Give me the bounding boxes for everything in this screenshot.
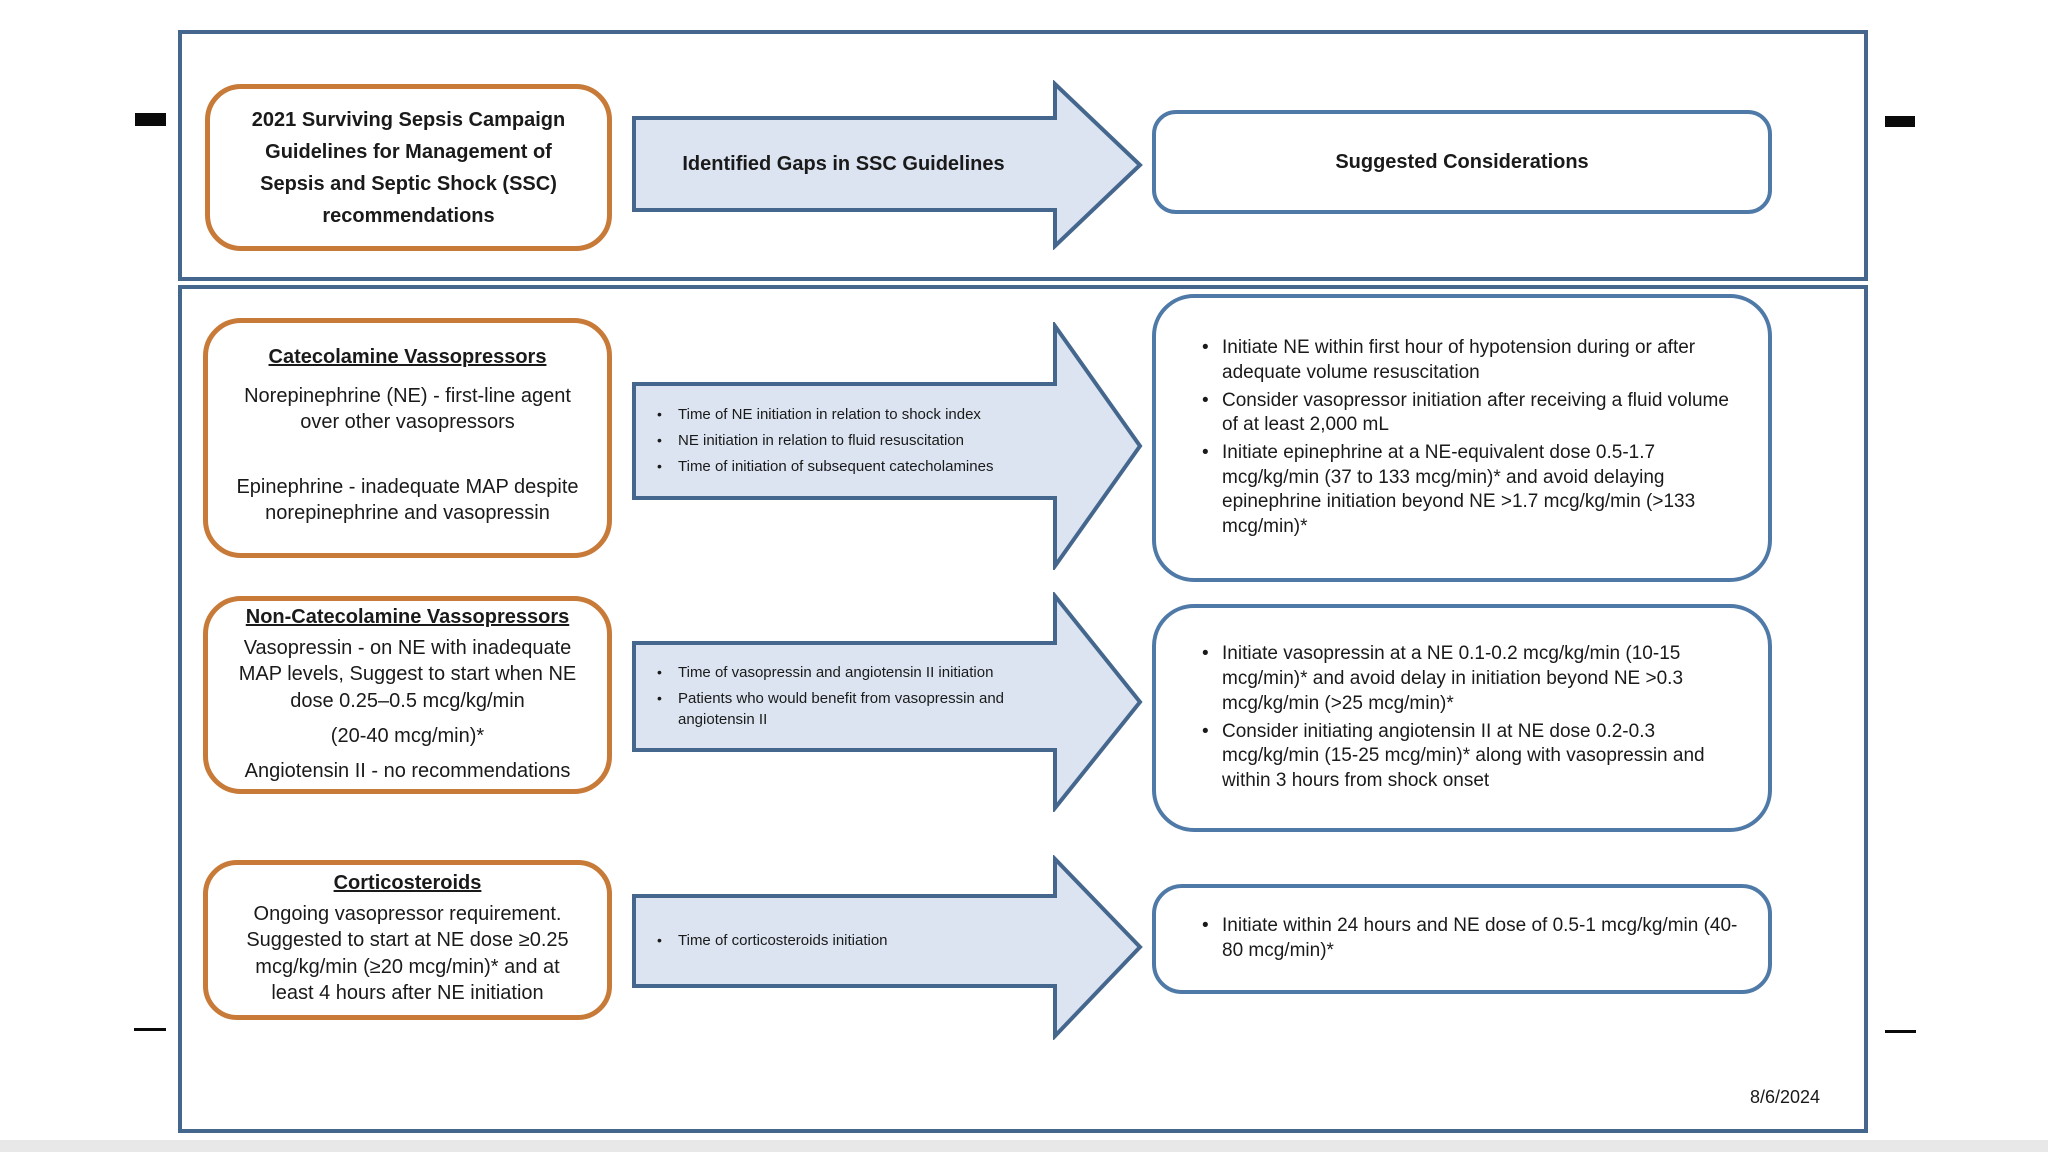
gap-item: Time of corticosteroids initiation [650,930,1050,952]
row-corticosteroids-considerations-box: Initiate within 24 hours and NE dose of … [1152,884,1772,994]
gap-item: NE initiation in relation to fluid resus… [650,430,1050,452]
header-frame [178,30,1868,281]
header-considerations-text: Suggested Considerations [1335,150,1589,173]
row-noncatecholamine-title: Non-Catecolamine Vassopressors [245,606,570,629]
row-catecholamine-gaps-list: Time of NE initiation in relation to sho… [650,384,1050,498]
header-source-box: 2021 Surviving Sepsis Campaign Guideline… [205,84,612,251]
header-arrow [632,80,1143,250]
crop-mark-top-right [1885,116,1915,127]
row-corticosteroids-source-box: Corticosteroids Ongoing vasopressor requ… [203,860,612,1020]
gap-item: Time of vasopressin and angiotensin II i… [650,662,1022,684]
row-noncatecholamine-body-3: Angiotensin II - no recommendations [244,759,571,782]
page-edge-shadow [0,1140,2048,1152]
row-corticosteroids-gaps-list: Time of corticosteroids initiation [650,896,1050,986]
crop-mark-bottom-right [1885,1030,1916,1033]
row-corticosteroids-body-1: Ongoing vasopressor requirement. Suggest… [246,902,569,1004]
row-noncatecholamine-gaps-list: Time of vasopressin and angiotensin II i… [650,643,1022,750]
gap-item: Time of initiation of subsequent catecho… [650,456,1050,478]
row-catecholamine-title: Catecolamine Vassopressors [268,345,547,368]
gap-item: Time of NE initiation in relation to sho… [650,404,1050,426]
consideration-item: Initiate vasopressin at a NE 0.1-0.2 mcg… [1198,642,1742,716]
row-catecholamine-body-2: Epinephrine - inadequate MAP despite nor… [236,475,579,524]
row-catecholamine-considerations-box: Initiate NE within first hour of hypoten… [1152,294,1772,582]
consideration-item: Initiate NE within first hour of hypoten… [1198,336,1742,385]
consideration-item: Initiate epinephrine at a NE-equivalent … [1198,441,1742,540]
row-catecholamine-body-1: Norepinephrine (NE) - first-line agent o… [244,384,571,434]
footer-date: 8/6/2024 [1750,1087,1821,1107]
row-noncatecholamine-body-2: (20-40 mcg/min)* [330,725,485,748]
body-frame [178,285,1868,1133]
row-noncatecholamine-source-box: Non-Catecolamine Vassopressors Vasopress… [203,596,612,794]
consideration-item: Consider initiating angiotensin II at NE… [1198,720,1742,794]
gap-item: Patients who would benefit from vasopres… [650,688,1022,732]
consideration-item: Consider vasopressor initiation after re… [1198,389,1742,438]
consideration-item: Initiate within 24 hours and NE dose of … [1198,914,1742,963]
row-noncatecholamine-body-1: Vasopressin - on NE with inadequate MAP … [238,637,577,712]
crop-mark-bottom-left [134,1028,166,1031]
crop-mark-top-left [135,113,166,126]
row-catecholamine-source-box: Catecolamine Vassopressors Norepinephrin… [203,318,612,558]
header-considerations-box: Suggested Considerations [1152,110,1772,214]
row-corticosteroids-title: Corticosteroids [333,871,482,894]
header-source-text: 2021 Surviving Sepsis Campaign Guideline… [251,108,566,227]
header-arrow-label: Identified Gaps in SSC Guidelines [682,152,1005,175]
row-noncatecholamine-considerations-box: Initiate vasopressin at a NE 0.1-0.2 mcg… [1152,604,1772,832]
